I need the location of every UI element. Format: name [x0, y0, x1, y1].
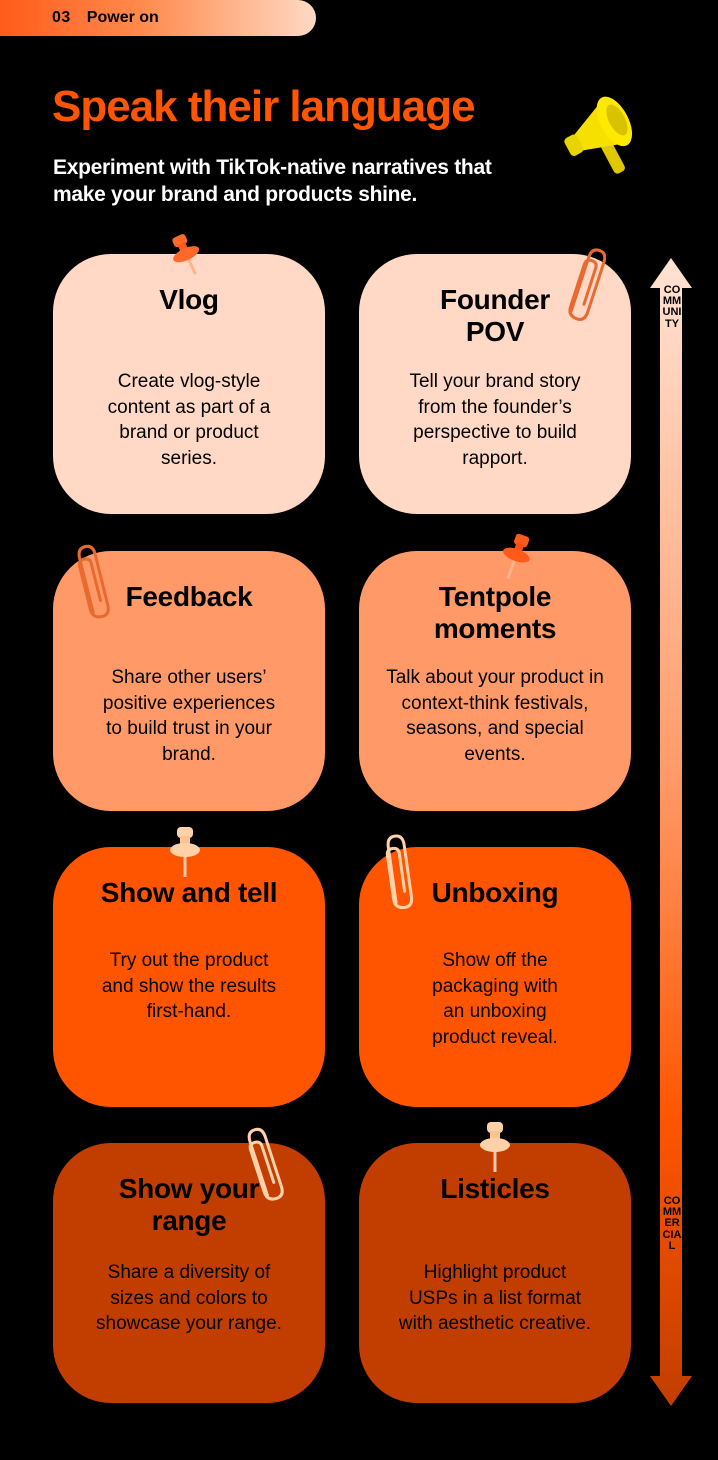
card-title: Tentpole moments [433, 581, 557, 644]
card-body: Create vlog-style content as part of a b… [107, 371, 271, 469]
card-body: Try out the product and show the results… [101, 950, 277, 1022]
section-label: Power on [86, 9, 159, 26]
card-title: Founder POV [440, 284, 550, 347]
card-body: Share a diversity of sizes and colors to… [96, 1262, 282, 1334]
card-body: Talk about your product in context-think… [386, 667, 604, 765]
paperclip-icon [247, 1127, 284, 1201]
card-body: Share other users’ positive experiences … [102, 667, 276, 765]
card-title: Feedback [125, 581, 253, 612]
pushpin-icon [172, 234, 200, 275]
pushpin-icon [480, 1122, 510, 1172]
card-tentpole-moments: Tentpole moments Talk about your product… [359, 551, 631, 811]
card-show-your-range: Show your range Share a diversity of siz… [53, 1143, 325, 1403]
section-tab: 03 Power on [0, 0, 316, 36]
card-title: Show and tell [100, 877, 278, 908]
paperclip-icon [568, 248, 606, 321]
pushpin-icon [170, 827, 200, 877]
card-show-and-tell: Show and tell Try out the product and sh… [53, 847, 325, 1107]
section-number: 03 [52, 9, 71, 26]
scale-bottom-label: COMMERCIAL [662, 1195, 682, 1252]
card-body: Show off the packaging with an unboxing … [432, 950, 558, 1048]
pushpin-icon [503, 533, 530, 580]
card-body: Tell your brand story from the founder’s… [409, 371, 581, 469]
card-founder-pov: Founder POV Tell your brand story from t… [359, 254, 631, 514]
card-title: Vlog [159, 284, 219, 315]
paperclip-icon [77, 544, 110, 619]
card-title: Unboxing [431, 877, 559, 908]
scale-top-label: COMMUNITY [662, 284, 682, 330]
card-body: Highlight product USPs in a list format … [398, 1262, 592, 1334]
scale-arrow-icon [650, 258, 692, 1406]
page-subtitle: Experiment with TikTok-native narratives… [53, 156, 492, 206]
card-title: Listicles [440, 1173, 550, 1204]
card-vlog: Vlog Create vlog-style content as part o… [53, 254, 325, 514]
card-title: Show your range [118, 1173, 260, 1236]
card-listicles: Listicles Highlight product USPs in a li… [359, 1143, 631, 1403]
megaphone-icon [564, 96, 633, 174]
paperclip-icon [385, 834, 414, 910]
page-title: Speak their language [52, 82, 476, 131]
